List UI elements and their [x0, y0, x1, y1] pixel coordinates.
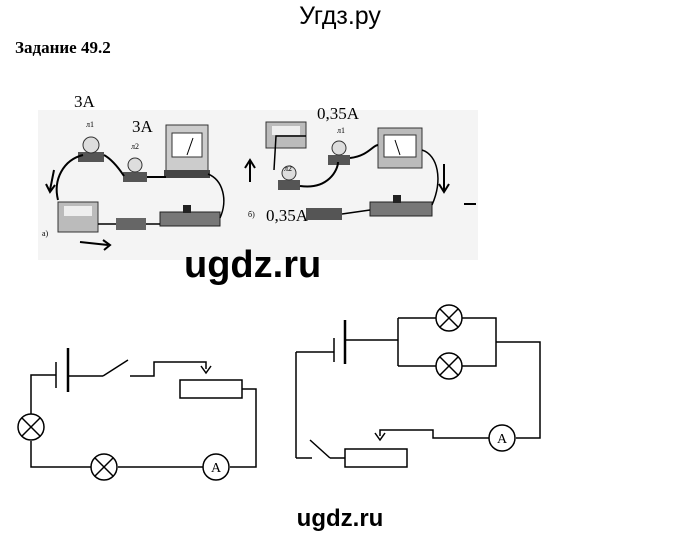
lamp-label: л1: [86, 120, 94, 129]
watermark: ugdz.ru: [296, 505, 384, 532]
power-source-icon: [265, 121, 307, 149]
lamp-icon: [328, 140, 350, 165]
ammeter-symbol: A: [497, 432, 508, 447]
watermark: ugdz.ru: [184, 244, 322, 286]
parallel-circuit-diagram: [295, 304, 541, 468]
lamp-icon: [278, 165, 300, 190]
switch-icon: [116, 218, 146, 230]
variant-label: б): [248, 210, 255, 219]
switch-icon: [306, 208, 342, 220]
lab-setup-photo: 3A 3A 0,35A 0,35A л1 л2 л1 л2 а) б): [38, 92, 478, 260]
ammeter-symbol: A: [211, 461, 222, 476]
power-source-icon: [57, 201, 99, 233]
rheostat-icon: [159, 205, 221, 227]
lamp-label: л2: [284, 164, 292, 173]
current-label: 0,35A: [317, 104, 360, 123]
current-label: 3A: [132, 117, 153, 136]
series-circuit-diagram: [17, 348, 257, 481]
current-label: 3A: [74, 92, 95, 111]
ammeter-device-icon: [377, 127, 423, 169]
lamp-icon: [123, 157, 147, 182]
lamp-label: л1: [337, 126, 345, 135]
rheostat-icon: [369, 195, 433, 217]
lab-setup-drawing: [38, 110, 478, 260]
site-title: Угдз.ру: [299, 2, 381, 30]
ammeter-device-icon: [164, 124, 210, 178]
lamp-icon: [78, 136, 104, 162]
current-label: 0,35A: [266, 206, 309, 225]
variant-label: а): [42, 229, 49, 238]
lamp-label: л2: [131, 142, 139, 151]
task-label: Задание 49.2: [15, 38, 111, 57]
